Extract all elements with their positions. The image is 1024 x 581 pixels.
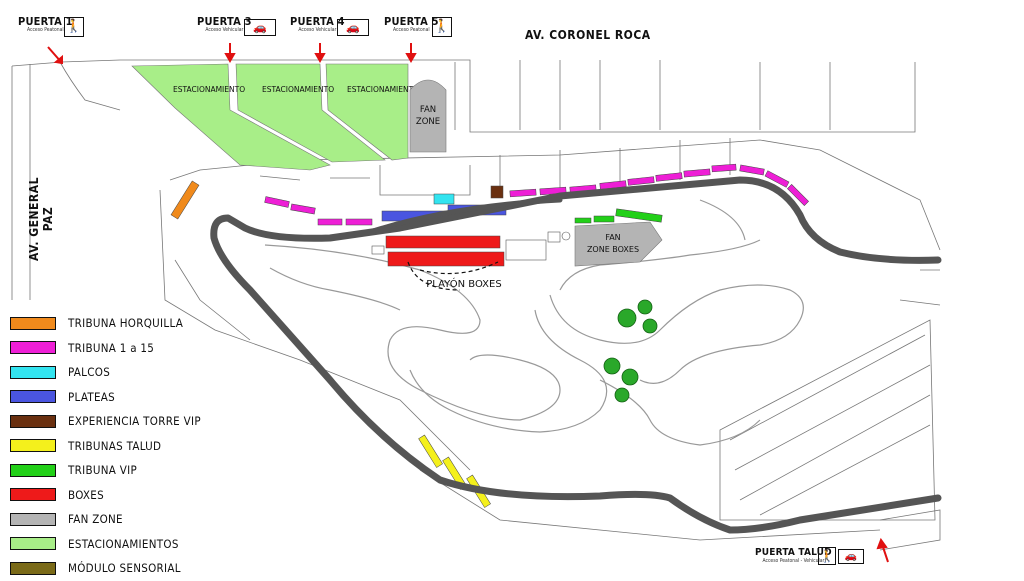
pedestrian-icon: 🚶	[818, 547, 836, 565]
legend-swatch	[10, 365, 56, 379]
torre-vip-stand	[490, 185, 504, 199]
legend-swatch	[10, 341, 56, 355]
fan-zone-boxes-label-2: ZONE BOXES	[587, 245, 639, 254]
site-outline	[11, 59, 941, 551]
legend-item: BOXES	[10, 483, 201, 508]
boxes-area	[385, 235, 505, 267]
legend: TRIBUNA HORQUILLA TRIBUNA 1 a 15 PALCOS PLA…	[10, 311, 201, 581]
legend-item: ESTACIONAMIENTOS	[10, 532, 201, 557]
legend-label: PLATEAS	[68, 389, 116, 404]
legend-swatch	[10, 414, 56, 428]
gate-puerta-5: PUERTA 5 Acceso Peatonal	[384, 16, 439, 33]
gate-puerta-4-sub: Acceso Vehicular	[298, 27, 337, 33]
tribunas-1-15	[264, 163, 809, 226]
parking-lot-2	[235, 63, 386, 163]
street-general-paz: AV. GENERAL PAZ	[27, 177, 55, 261]
legend-label: FAN ZONE	[68, 512, 123, 527]
car-icon: 🚗	[838, 549, 864, 564]
legend-label: TRIBUNA VIP	[68, 463, 137, 478]
playon-boxes-label: PLAYÓN BOXES	[426, 277, 501, 290]
legend-item: PLATEAS	[10, 385, 201, 410]
legend-label: MÓDULO SENSORIAL	[68, 561, 181, 576]
parking-label-3: ESTACIONAMIENTO	[347, 85, 419, 94]
legend-swatch	[10, 316, 56, 330]
legend-label: TRIBUNA 1 a 15	[68, 340, 155, 355]
legend-label: BOXES	[68, 487, 104, 502]
gate-puerta-1: PUERTA 1 Acceso Peatonal	[18, 16, 73, 33]
legend-item: TRIBUNA HORQUILLA	[10, 311, 201, 336]
gate-puerta-talud-name: PUERTA TALUD	[755, 547, 832, 558]
legend-label: PALCOS	[68, 365, 111, 380]
tribuna-horquilla-stand	[170, 180, 200, 220]
race-track	[210, 176, 942, 534]
gate-puerta-3-sub: Acceso Vehicular	[205, 27, 244, 33]
legend-item: EXPERIENCIA TORRE VIP	[10, 409, 201, 434]
legend-label: ESTACIONAMIENTOS	[68, 536, 179, 551]
pedestrian-icon: 🚶	[432, 17, 452, 37]
legend-swatch	[10, 512, 56, 526]
gate-puerta-3-name: PUERTA 3	[197, 15, 252, 28]
pit-track	[367, 197, 563, 235]
street-coronel-roca: AV. CORONEL ROCA	[525, 28, 651, 42]
legend-label: EXPERIENCIA TORRE VIP	[68, 414, 201, 429]
legend-swatch	[10, 390, 56, 404]
gate-arrows	[47, 43, 889, 563]
gate-puerta-5-name: PUERTA 5	[384, 15, 439, 28]
trees	[603, 299, 658, 403]
gate-puerta-talud-sub: Acceso Peatonal - Vehicular	[762, 558, 825, 564]
legend-item: TRIBUNA 1 a 15	[10, 336, 201, 361]
legend-item: TRIBUNAS TALUD	[10, 434, 201, 459]
gate-puerta-4: PUERTA 4 Acceso Vehicular	[290, 16, 345, 33]
legend-swatch	[10, 488, 56, 502]
gate-puerta-1-name: PUERTA 1	[18, 15, 73, 28]
legend-swatch	[10, 463, 56, 477]
legend-item: TRIBUNA VIP	[10, 458, 201, 483]
gate-puerta-4-name: PUERTA 4	[290, 15, 345, 28]
car-icon: 🚗	[244, 19, 276, 36]
parking-lot-3	[325, 63, 409, 161]
gate-puerta-talud: PUERTA TALUD Acceso Peatonal - Vehicular	[755, 548, 832, 564]
legend-swatch	[10, 537, 56, 551]
legend-label: TRIBUNAS TALUD	[68, 438, 162, 453]
parking-label-2: ESTACIONAMIENTO	[262, 85, 334, 94]
fan-zone-area	[409, 79, 447, 153]
legend-swatch	[10, 439, 56, 453]
fan-zone-boxes-label-1: FAN	[605, 233, 620, 242]
fan-zone-boxes-area	[574, 221, 663, 267]
gate-puerta-3: PUERTA 3 Acceso Vehicular	[197, 16, 252, 33]
car-icon: 🚗	[337, 19, 369, 36]
legend-item: PALCOS	[10, 360, 201, 385]
legend-item: FAN ZONE	[10, 507, 201, 532]
pedestrian-icon: 🚶	[64, 17, 84, 37]
gate-puerta-1-sub: Acceso Peatonal	[27, 27, 64, 33]
palcos-stand	[433, 193, 455, 205]
parking-lots	[131, 63, 409, 171]
legend-item: MÓDULO SENSORIAL	[10, 556, 201, 581]
tribuna-vip-stands	[574, 208, 663, 224]
infield-roads	[264, 199, 804, 446]
gate-puerta-5-sub: Acceso Peatonal	[393, 27, 430, 33]
parking-lot-1	[131, 63, 331, 171]
fan-zone-label-1: FAN	[420, 105, 436, 115]
legend-label: TRIBUNA HORQUILLA	[68, 316, 184, 331]
parking-label-1: ESTACIONAMIENTO	[173, 85, 245, 94]
fan-zone-label-2: ZONE	[416, 117, 440, 127]
